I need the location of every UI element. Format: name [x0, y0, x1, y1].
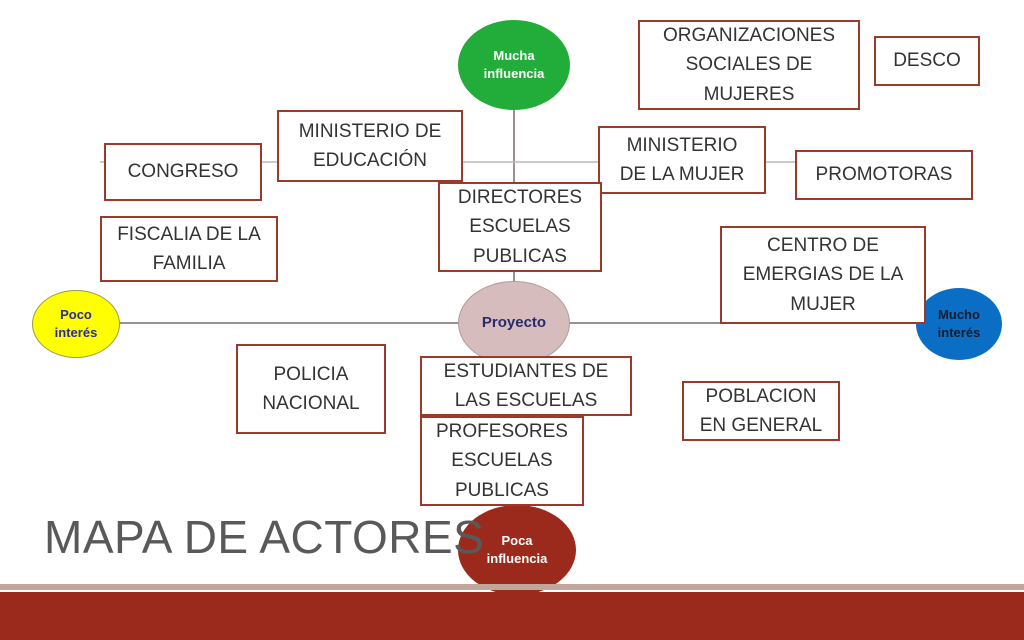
- actor-promotoras: PROMOTORAS: [795, 150, 973, 200]
- actor-label: MINISTERIO DE LA MUJER: [619, 134, 745, 185]
- mucha-influencia-label: Mucha influencia: [483, 48, 545, 81]
- actor-label: POLICIA NACIONAL: [262, 363, 360, 414]
- actor-label: ESTUDIANTES DE LAS ESCUELAS: [443, 360, 609, 411]
- actor-label: CONGRESO: [127, 161, 239, 183]
- actor-centro-emergencias: CENTRO DE EMERGIAS DE LA MUJER: [720, 226, 926, 324]
- actor-poblacion: POBLACION EN GENERAL: [682, 381, 840, 441]
- actor-policia: POLICIA NACIONAL: [236, 344, 386, 434]
- actor-label: MINISTERIO DE EDUCACIÓN: [298, 120, 442, 171]
- footer-bar: [0, 592, 1024, 640]
- actor-ministerio-educacion: MINISTERIO DE EDUCACIÓN: [277, 110, 463, 182]
- footer-thin-bar: [0, 584, 1024, 590]
- actor-organizaciones-sociales: ORGANIZACIONES SOCIALES DE MUJERES: [638, 20, 860, 110]
- actor-directores: DIRECTORES ESCUELAS PUBLICAS: [438, 182, 602, 272]
- actor-congreso: CONGRESO: [104, 143, 262, 201]
- poco-interes-circle: Poco interés: [32, 290, 120, 358]
- poco-interes-label: Poco interés: [54, 307, 98, 340]
- actor-fiscalia: FISCALIA DE LA FAMILIA: [100, 216, 278, 282]
- actor-estudiantes: ESTUDIANTES DE LAS ESCUELAS: [420, 356, 632, 416]
- actor-label: FISCALIA DE LA FAMILIA: [117, 223, 261, 274]
- actor-desco: DESCO: [874, 36, 980, 86]
- mucho-interes-label: Mucho interés: [937, 307, 981, 340]
- proyecto-label: Proyecto: [481, 313, 547, 331]
- poca-influencia-label: Poca influencia: [486, 533, 548, 566]
- actor-label: ORGANIZACIONES SOCIALES DE MUJERES: [662, 24, 836, 105]
- poca-influencia-circle: Poca influencia: [458, 505, 576, 595]
- actor-label: CENTRO DE EMERGIAS DE LA MUJER: [742, 234, 904, 315]
- page-title: MAPA DE ACTORES: [44, 511, 485, 563]
- actor-label: PROFESORES ESCUELAS PUBLICAS: [436, 420, 568, 501]
- mucha-influencia-circle: Mucha influencia: [458, 20, 570, 110]
- actor-label: DIRECTORES ESCUELAS PUBLICAS: [457, 186, 583, 267]
- actor-profesores: PROFESORES ESCUELAS PUBLICAS: [420, 416, 584, 506]
- mucho-interes-circle: Mucho interés: [916, 288, 1002, 360]
- actor-label: PROMOTORAS: [815, 164, 953, 186]
- actor-label: POBLACION EN GENERAL: [699, 385, 823, 436]
- actor-label: DESCO: [893, 50, 961, 72]
- proyecto-circle: Proyecto: [458, 281, 570, 365]
- actor-ministerio-mujer: MINISTERIO DE LA MUJER: [598, 126, 766, 194]
